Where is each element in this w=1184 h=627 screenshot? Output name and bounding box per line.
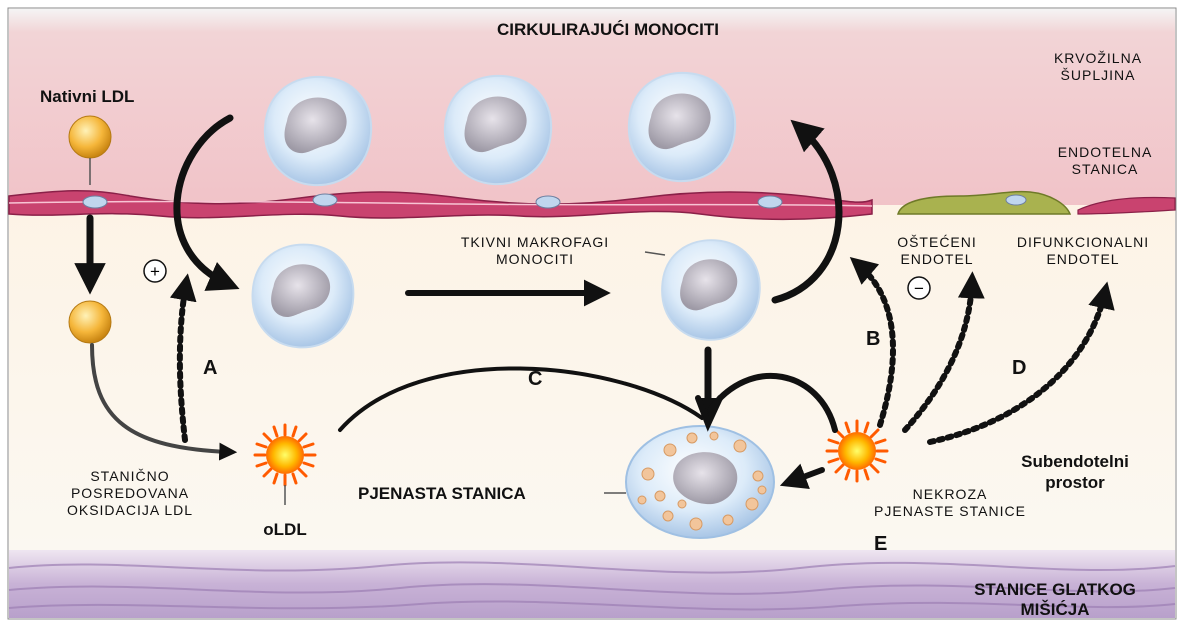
tissue-macrophages-label: TKIVNI MAKROFAGI MONOCITI <box>420 234 650 268</box>
pathway-a-letter: A <box>203 356 217 380</box>
pathway-d-letter: D <box>1012 356 1026 380</box>
foam-cell-icon <box>626 426 774 538</box>
subendothelial-space-label: Subendotelni prostor <box>1000 452 1150 493</box>
pathway-b-letter: B <box>866 327 880 351</box>
tissue-macrophage <box>662 240 760 340</box>
foam-cell-label: PJENASTA STANICA <box>358 484 526 505</box>
tissue-monocyte <box>252 245 353 348</box>
oxidized-ldl-starburst-icon <box>255 425 315 485</box>
dysfunctional-endothelium-label: DIFUNKCIONALNI ENDOTEL <box>998 234 1168 268</box>
ldl-particle-icon <box>69 301 111 343</box>
pathway-e-letter: E <box>874 532 887 556</box>
smooth-muscle-cells-label: STANICE GLATKOG MIŠIĆJA <box>935 580 1175 619</box>
inhibition-minus-icon: − <box>908 277 930 299</box>
circulating-monocyte-3 <box>629 73 735 181</box>
svg-text:+: + <box>150 262 160 281</box>
damaged-endothelium-label: OŠTEĆENI ENDOTEL <box>882 234 992 268</box>
cell-mediated-oxidation-label: STANIČNO POSREDOVANA OKSIDACIJA LDL <box>40 468 220 519</box>
endothelial-cell-label: ENDOTELNA STANICA <box>1040 144 1170 178</box>
pathway-c-letter: C <box>528 367 542 391</box>
circulating-monocytes-label: CIRKULIRAJUĆI MONOCITI <box>448 20 768 41</box>
stimulation-plus-icon: + <box>144 260 166 282</box>
circulating-monocyte-1 <box>265 77 371 185</box>
native-ldl-label: Nativni LDL <box>40 87 134 108</box>
circulating-monocyte-2 <box>445 76 551 184</box>
svg-text:−: − <box>914 279 924 298</box>
native-ldl-particle-icon <box>69 116 111 158</box>
oldl-label: oLDL <box>250 520 320 541</box>
blood-lumen-label: KRVOŽILNA ŠUPLJINA <box>1028 50 1168 84</box>
